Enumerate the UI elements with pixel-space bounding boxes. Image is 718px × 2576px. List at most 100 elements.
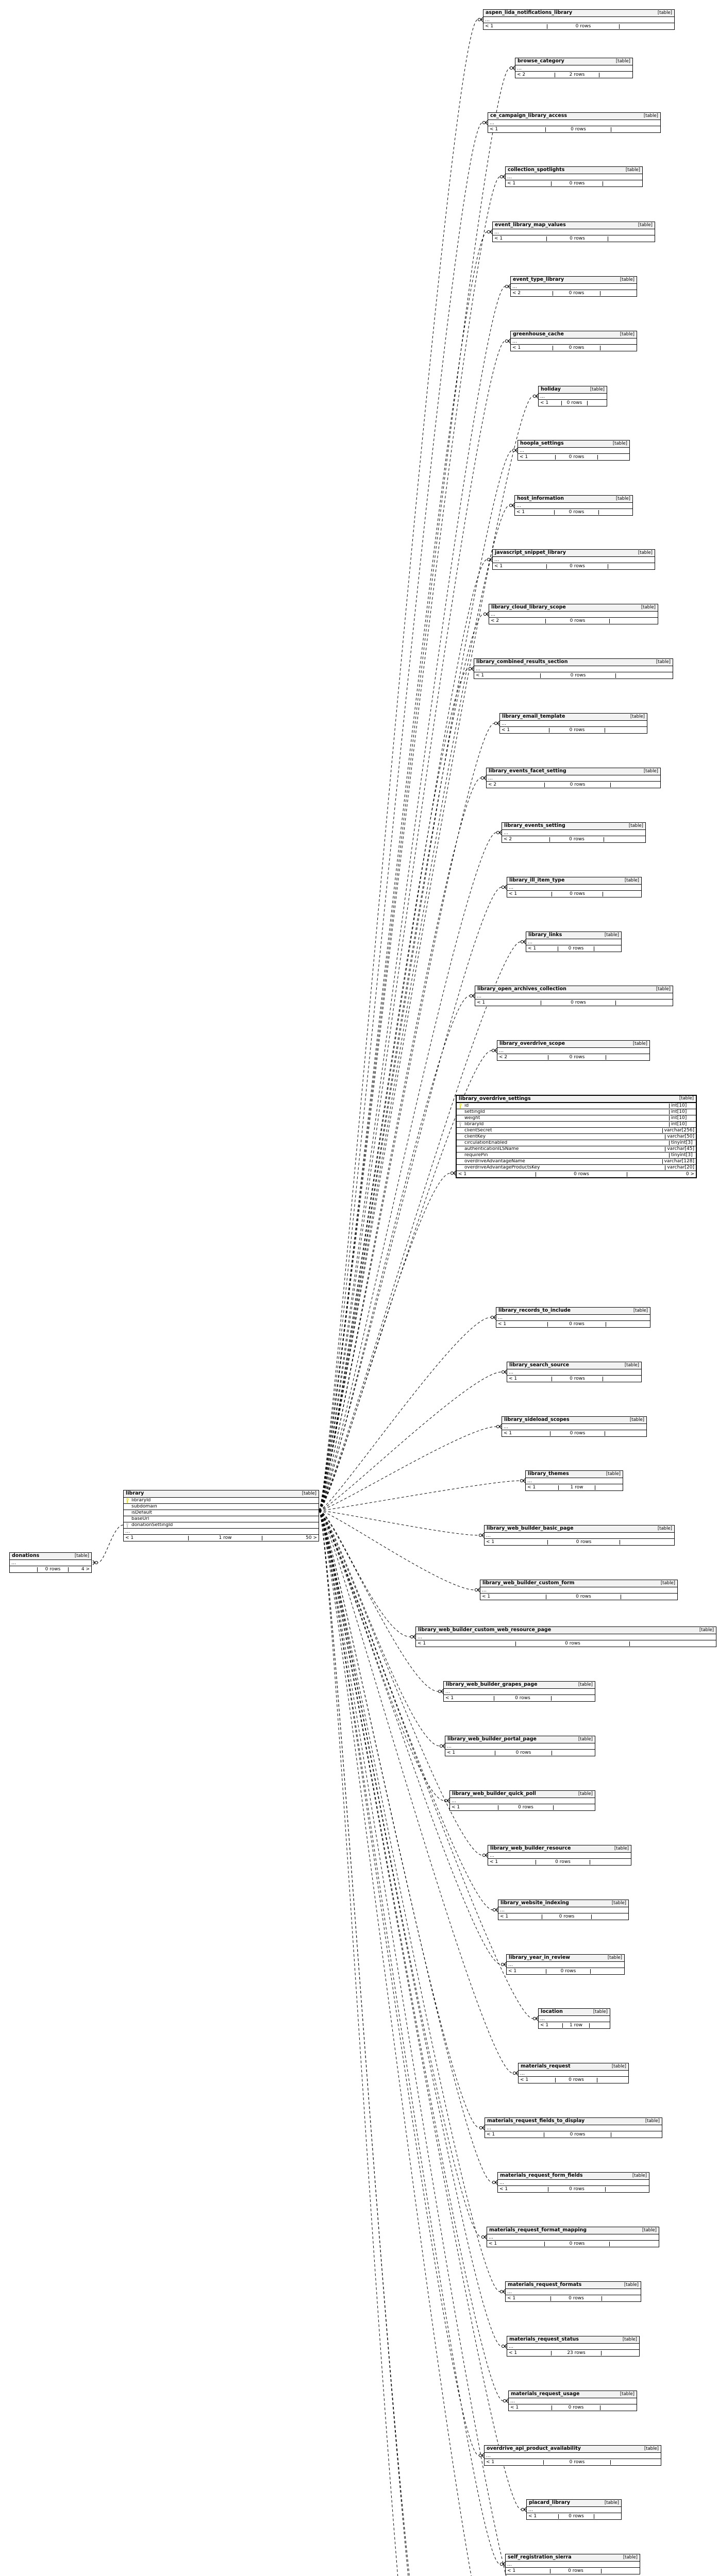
foreign-key-icon — [124, 1522, 130, 1528]
entity-columns: … — [526, 1478, 623, 1484]
entity-table-library_web_builder_grapes_page[interactable]: library_web_builder_grapes_page[table]…<… — [443, 1681, 595, 1702]
entity-kind-label: [table] — [632, 2173, 647, 2178]
parents-count: < 1 — [490, 1859, 498, 1865]
column-row[interactable]: isDefault — [124, 1510, 319, 1516]
entity-table-library_combined_results_section[interactable]: library_combined_results_section[table]…… — [474, 658, 673, 679]
entity-name: materials_request_form_fields — [500, 2173, 583, 2179]
relationship-library-to-library_website_indexing — [319, 1510, 498, 1912]
row-count: 0 rows — [544, 782, 611, 787]
entity-columns: … — [487, 775, 660, 782]
columns-ellipsis: … — [489, 612, 658, 618]
column-row[interactable]: donationSettingId — [124, 1522, 319, 1529]
parents-count: < 1 — [520, 454, 528, 460]
entity-table-library_web_builder_quick_poll[interactable]: library_web_builder_quick_poll[table]…< … — [449, 1790, 595, 1811]
row-count: 0 rows — [547, 24, 620, 29]
entity-columns: … — [10, 1560, 91, 1566]
entity-header: event_type_library[table] — [511, 277, 637, 284]
entity-table-library_web_builder_custom_form[interactable]: library_web_builder_custom_form[table]…<… — [480, 1580, 678, 1600]
row-count: 0 rows — [553, 345, 600, 350]
entity-kind-label: [table] — [74, 1553, 89, 1558]
relationship-library-to-overdrive_api_product_availability — [319, 1510, 485, 2458]
column-row[interactable]: baseUrl — [124, 1516, 319, 1522]
column-row[interactable]: libraryId — [124, 1498, 319, 1504]
entity-table-materials_request_fields_to_display[interactable]: materials_request_fields_to_display[tabl… — [485, 2117, 662, 2138]
entity-kind-label: [table] — [604, 2500, 619, 2505]
entity-table-materials_request_form_fields[interactable]: materials_request_form_fields[table]…< 1… — [497, 2172, 649, 2193]
entity-table-library_web_builder_custom_web_resource_page[interactable]: library_web_builder_custom_web_resource_… — [415, 1626, 716, 1647]
entity-table-overdrive_api_product_availability[interactable]: overdrive_api_product_availability[table… — [484, 2445, 661, 2466]
entity-columns: … — [485, 2125, 662, 2131]
column-row[interactable]: subdomain — [124, 1504, 319, 1510]
entity-table-library_open_archives_collection[interactable]: library_open_archives_collection[table]…… — [475, 986, 673, 1006]
row-count: 0 rows — [547, 1539, 620, 1545]
entity-kind-label: [table] — [624, 1362, 639, 1368]
column-type: tinyint[3] — [669, 1141, 696, 1145]
entity-columns: … — [496, 1315, 650, 1321]
relationship-library-to-ce_campaign_library_access — [319, 120, 488, 1511]
entity-table-materials_request_format_mapping[interactable]: materials_request_format_mapping[table]…… — [487, 2227, 659, 2247]
entity-header: materials_request[table] — [519, 2063, 628, 2071]
entity-header: library_website_indexing[table] — [498, 1900, 628, 1907]
columns-ellipsis: … — [506, 174, 642, 180]
entity-table-aspen_lida_notifications_library[interactable]: aspen_lida_notifications_library[table]…… — [483, 9, 675, 30]
entity-table-library_web_builder_basic_page[interactable]: library_web_builder_basic_page[table]…< … — [484, 1525, 675, 1546]
entity-kind-label: [table] — [578, 1736, 593, 1742]
column-type: int[10] — [669, 1104, 696, 1108]
parents-count: < 1 — [509, 2350, 517, 2355]
entity-table-library_web_builder_portal_page[interactable]: library_web_builder_portal_page[table]…<… — [445, 1736, 595, 1756]
entity-name: library_website_indexing — [500, 1900, 569, 1906]
column-name: overdriveAdvantageProductsKey — [464, 1165, 540, 1170]
row-count: 0 rows — [495, 1750, 552, 1755]
